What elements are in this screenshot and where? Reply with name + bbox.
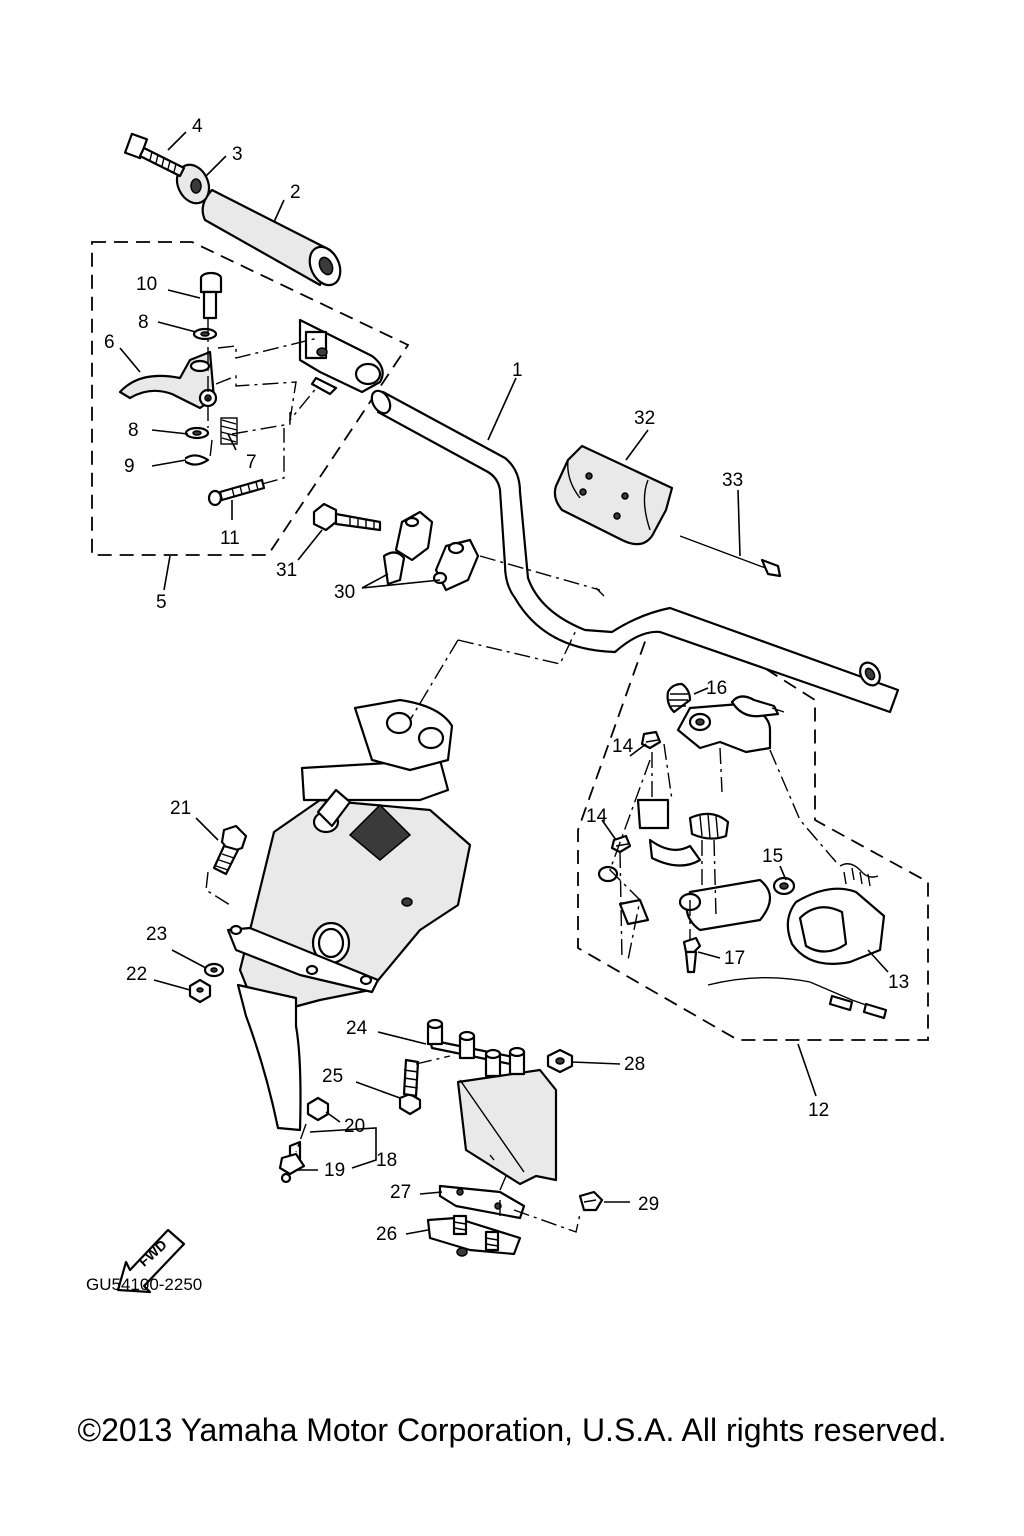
handlebar-holder-lower[interactable] xyxy=(382,538,480,592)
steering-column[interactable] xyxy=(226,698,472,1132)
holder-axis-line xyxy=(479,555,601,591)
callout-7: 7 xyxy=(246,452,257,473)
switch-base-screw[interactable] xyxy=(682,936,702,974)
callout-33: 33 xyxy=(722,470,743,491)
callout-20: 20 xyxy=(344,1116,365,1137)
switch-assembly-group-outline xyxy=(577,610,929,1041)
callout-4: 4 xyxy=(192,116,203,137)
callout-1: 1 xyxy=(512,360,523,381)
handlebar-holder-upper[interactable] xyxy=(394,510,434,562)
callout-3: 3 xyxy=(232,144,243,165)
callout-8-upper: 8 xyxy=(138,312,149,333)
callout-8-lower: 8 xyxy=(128,420,139,441)
clamp-plate-upper[interactable] xyxy=(438,1184,526,1220)
switch-unit[interactable] xyxy=(597,798,772,932)
callout-leaders xyxy=(119,131,889,1235)
bracket-axis-line xyxy=(415,1055,451,1065)
callout-12: 12 xyxy=(808,1100,829,1121)
callout-9: 9 xyxy=(124,456,135,477)
callout-31: 31 xyxy=(276,560,297,581)
switch-screw-upper[interactable] xyxy=(640,730,662,750)
callout-23: 23 xyxy=(146,924,167,945)
forward-direction-arrow: FWD xyxy=(116,1228,186,1294)
callout-24: 24 xyxy=(346,1018,368,1039)
callout-14-upper: 14 xyxy=(612,736,634,757)
bracket-nut[interactable] xyxy=(546,1048,574,1074)
bracket-bolt[interactable] xyxy=(398,1058,422,1116)
lever-bolt[interactable] xyxy=(207,478,266,507)
plate-axis-line xyxy=(499,1175,581,1233)
mounting-bracket[interactable] xyxy=(426,1018,558,1186)
washer-lower[interactable] xyxy=(184,426,210,440)
callout-26: 26 xyxy=(376,1224,397,1245)
callout-19: 19 xyxy=(324,1160,345,1181)
lower-axis-line xyxy=(295,1123,307,1153)
lever-pivot-pin[interactable] xyxy=(199,271,223,320)
switch-screw-lower[interactable] xyxy=(610,834,632,854)
callout-18: 18 xyxy=(376,1150,397,1171)
grip-end-bolt[interactable] xyxy=(123,132,186,178)
rubber-seal[interactable] xyxy=(772,876,796,896)
grip-end-cap[interactable] xyxy=(171,160,215,209)
switch-cable-line xyxy=(609,749,837,961)
callout-17: 17 xyxy=(724,948,745,969)
callout-2: 2 xyxy=(290,182,301,203)
lever-axis-line-3 xyxy=(215,374,319,423)
column-bolt[interactable] xyxy=(212,824,248,876)
column-nut[interactable] xyxy=(188,978,212,1004)
callout-27: 27 xyxy=(390,1182,411,1203)
lower-grommet[interactable] xyxy=(278,1140,306,1184)
callout-22: 22 xyxy=(126,964,147,985)
handlebar[interactable] xyxy=(368,388,900,714)
lever-axis-line-2 xyxy=(217,337,319,359)
callout-14-lower: 14 xyxy=(586,806,608,827)
lever-axis-line-5 xyxy=(261,428,285,485)
stop-switch-lanyard-clip[interactable] xyxy=(730,695,785,718)
washer-upper[interactable] xyxy=(192,327,218,341)
circlip[interactable] xyxy=(184,454,210,466)
callout-5: 5 xyxy=(156,592,167,613)
lever-axis-line-1 xyxy=(207,318,213,459)
diagram-code: GU54100-2250 xyxy=(86,1275,202,1294)
callout-29: 29 xyxy=(638,1194,659,1215)
switch-axis-line-1 xyxy=(619,752,653,961)
handlebar-pad[interactable] xyxy=(553,444,674,546)
callout-16: 16 xyxy=(706,678,727,699)
callout-21: 21 xyxy=(170,798,191,819)
callout-25: 25 xyxy=(322,1066,343,1087)
callout-28: 28 xyxy=(624,1054,645,1075)
lever-bracket[interactable] xyxy=(298,318,384,396)
callout-6: 6 xyxy=(104,332,115,353)
switch-axis-line-2 xyxy=(689,839,717,940)
callout-32: 32 xyxy=(634,408,655,429)
callout-15: 15 xyxy=(762,846,783,867)
throttle-lever[interactable] xyxy=(118,350,218,410)
lever-assembly-group-outline xyxy=(91,241,410,556)
handlebar-grip[interactable] xyxy=(201,188,346,290)
lower-nut[interactable] xyxy=(306,1096,330,1122)
holder-bolt[interactable] xyxy=(312,502,382,532)
clamp-plate-lower[interactable] xyxy=(426,1214,522,1257)
column-axis-line xyxy=(409,625,579,721)
callout-30: 30 xyxy=(334,582,355,603)
lever-axis-line-4 xyxy=(231,412,291,435)
bracket-screw[interactable] xyxy=(578,1190,604,1212)
return-spring[interactable] xyxy=(220,417,238,445)
copyright-notice: ©2013 Yamaha Motor Corporation, U.S.A. A… xyxy=(77,1412,947,1448)
switch-axis-line-3 xyxy=(663,743,723,801)
sensor-lead-wire[interactable] xyxy=(679,535,782,578)
ignition-coil[interactable] xyxy=(707,863,888,1020)
callout-10: 10 xyxy=(136,274,157,295)
switch-cap[interactable] xyxy=(666,682,692,714)
callout-11: 11 xyxy=(220,528,240,549)
column-washer[interactable] xyxy=(203,962,225,978)
callout-labels: 1 2 3 4 5 6 7 8 8 9 10 11 12 13 14 14 15… xyxy=(104,116,909,1245)
column-bolt-axis-line xyxy=(205,871,231,906)
callout-13: 13 xyxy=(888,972,909,993)
